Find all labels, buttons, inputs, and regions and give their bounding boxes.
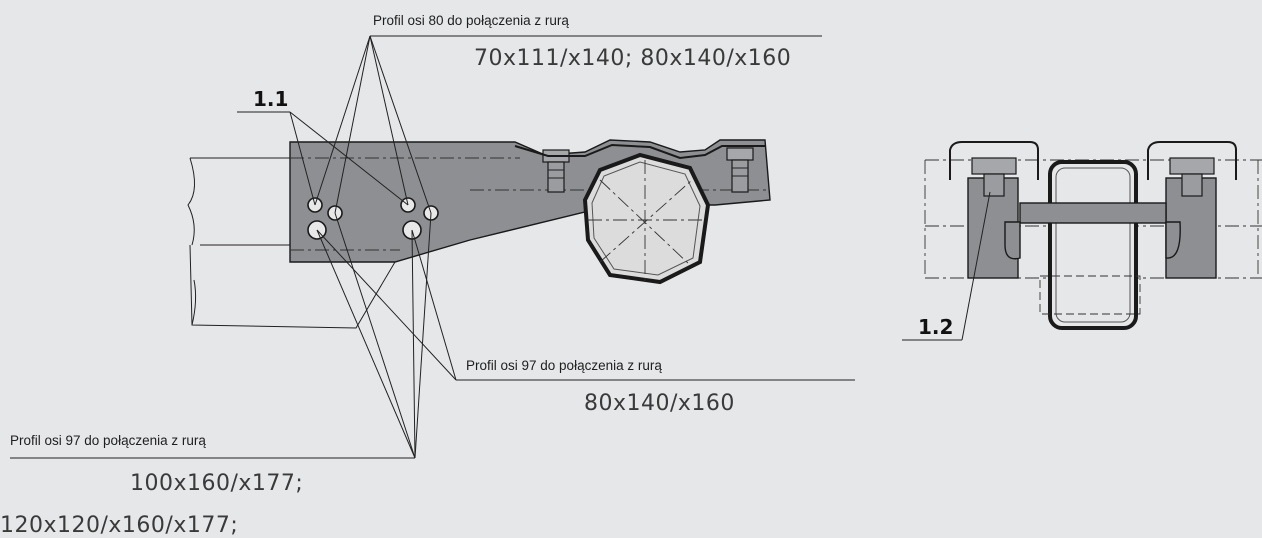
profile97b-title: Profil osi 97 do połączenia z rurą — [10, 433, 206, 448]
profile97a-dims: 80x140/x160 — [584, 391, 735, 416]
leader-lines — [10, 35, 855, 459]
bolt-right-section — [1169, 157, 1215, 197]
profile97a-title: Profil osi 97 do połączenia z rurą — [466, 358, 662, 373]
left-view-bracket — [187, 139, 771, 329]
bolt-left-section — [971, 157, 1017, 197]
through-bar — [1019, 202, 1167, 224]
tube-rect — [1048, 160, 1138, 330]
right-view-section — [902, 141, 1262, 341]
tube-section — [582, 152, 711, 285]
bolt-right — [726, 147, 754, 193]
profile80-dims: 70x111/x140; 80x140/x160 — [474, 46, 791, 71]
beam-outline — [187, 157, 396, 329]
profile97b-dims-1: 100x160/x177; — [130, 471, 303, 496]
profile97b-dims-2: 120x120/x160/x177; — [0, 513, 238, 538]
reference-1-2: 1.2 — [918, 315, 953, 339]
profile80-title: Profil osi 80 do połączenia z rurą — [373, 13, 569, 28]
reference-1-1: 1.1 — [253, 87, 288, 111]
